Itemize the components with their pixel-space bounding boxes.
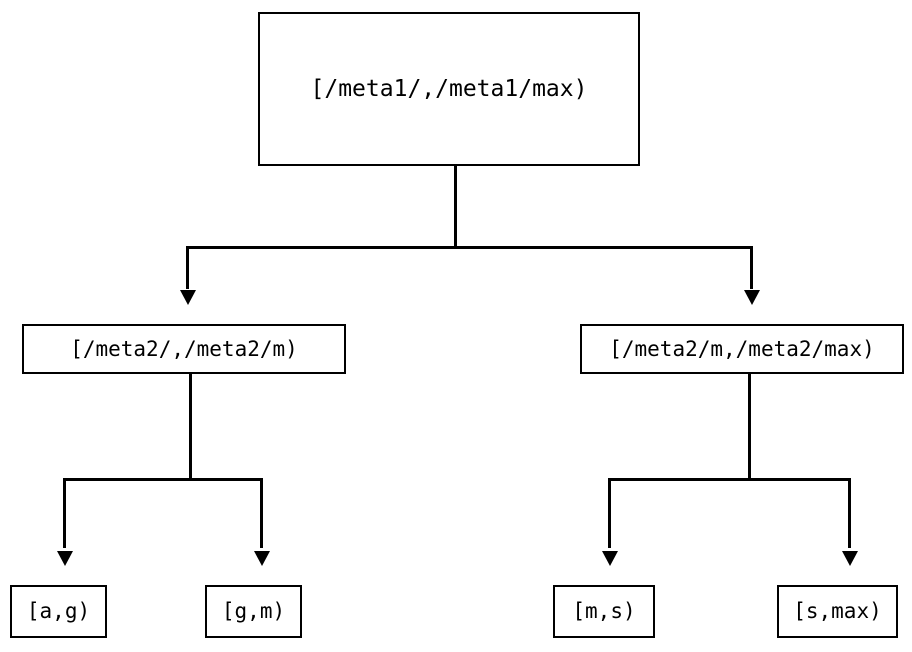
edge-mid-left-to-leaf2-drop (260, 478, 263, 548)
node-root[interactable]: [/meta1/,/meta1/max) (258, 12, 640, 166)
edge-mid-right-trunk (748, 374, 751, 481)
edge-root-to-mid-right-drop (750, 246, 753, 289)
node-mid-right[interactable]: [/meta2/m,/meta2/max) (580, 324, 904, 374)
edge-root-to-mid-left-drop (186, 246, 189, 289)
edge-root-trunk (454, 166, 457, 248)
node-mid-left[interactable]: [/meta2/,/meta2/m) (22, 324, 346, 374)
node-mid-right-label: [/meta2/m,/meta2/max) (609, 336, 875, 361)
edge-mid-left-crossbar (63, 478, 263, 481)
arrowhead-mid-left-to-leaf2 (254, 551, 270, 566)
node-leaf-4[interactable]: [s,max) (777, 585, 898, 638)
edge-mid-right-crossbar (608, 478, 851, 481)
arrowhead-mid-right-to-leaf4 (842, 551, 858, 566)
node-leaf-2[interactable]: [g,m) (205, 585, 302, 638)
edge-mid-left-trunk (189, 374, 192, 481)
edge-mid-right-to-leaf4-drop (848, 478, 851, 548)
node-leaf-1-label: [a,g) (26, 599, 91, 623)
node-leaf-2-label: [g,m) (221, 599, 286, 623)
arrowhead-root-to-mid-right (744, 290, 760, 305)
edge-mid-right-to-leaf3-drop (608, 478, 611, 548)
edge-mid-left-to-leaf1-drop (63, 478, 66, 548)
node-mid-left-label: [/meta2/,/meta2/m) (70, 336, 298, 361)
arrowhead-root-to-mid-left (180, 290, 196, 305)
node-leaf-3[interactable]: [m,s) (553, 585, 655, 638)
node-leaf-4-label: [s,max) (793, 599, 882, 623)
arrowhead-mid-right-to-leaf3 (602, 551, 618, 566)
edge-root-crossbar (186, 246, 753, 249)
node-leaf-1[interactable]: [a,g) (10, 585, 107, 638)
arrowhead-mid-left-to-leaf1 (57, 551, 73, 566)
node-root-label: [/meta1/,/meta1/max) (310, 75, 588, 102)
node-leaf-3-label: [m,s) (572, 599, 636, 623)
